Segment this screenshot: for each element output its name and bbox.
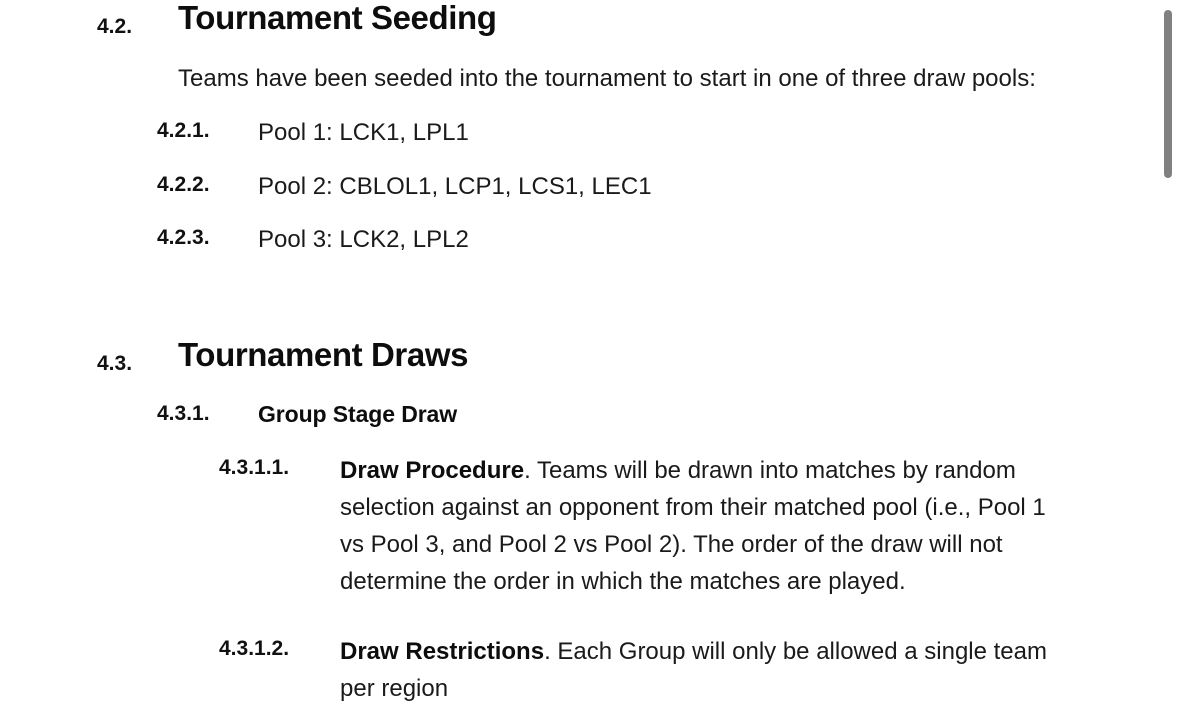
scrollbar-thumb[interactable] [1164,10,1172,178]
list-item-text: Pool 3: LCK2, LPL2 [258,225,469,253]
clause-number: 4.3.1.1. [219,455,290,479]
clause-lead-in: Draw Procedure [340,456,525,484]
subsection-title: Group Stage Draw [258,400,458,427]
list-item: 4.2.3. Pool 3: LCK2, LPL2 [0,224,1179,255]
clause-text: Draw Restrictions. Each Group will only … [340,633,1071,707]
clause-body: . Teams will be drawn into matches by ra… [340,456,1046,596]
subsection-number: 4.3.1. [157,401,210,425]
vertical-scrollbar[interactable] [1160,0,1179,721]
clause-number: 4.3.1.2. [219,636,290,660]
section-heading-4-3: 4.3. Tournament Draws [0,335,1179,375]
subsection-heading-4-3-1: 4.3.1. Group Stage Draw [0,400,1179,430]
clause-body: . Each Group will only be allowed a sing… [340,637,1047,702]
list-item-text: Pool 2: CBLOL1, LCP1, LCS1, LEC1 [258,172,652,200]
section-intro-paragraph: Teams have been seeded into the tourname… [178,65,1036,92]
list-item-number: 4.2.1. [157,119,210,143]
section-number: 4.2. [97,15,133,38]
list-item-text: Pool 1: LCK1, LPL1 [258,119,469,147]
clause-4-3-1-1: 4.3.1.1. Draw Procedure. Teams will be d… [0,452,1179,601]
section-title: Tournament Draws [178,335,469,373]
section-heading-4-2: 4.2. Tournament Seeding [0,0,1179,37]
list-item: 4.2.1. Pool 1: LCK1, LPL1 [0,117,1179,148]
list-item-number: 4.2.2. [157,172,210,196]
page-title: Tournament Seeding [178,0,497,36]
clause-lead-in: Draw Restrictions [340,637,545,665]
clause-4-3-1-2: 4.3.1.2. Draw Restrictions. Each Group w… [0,633,1179,707]
list-item-number: 4.2.3. [157,225,210,249]
list-item: 4.2.2. Pool 2: CBLOL1, LCP1, LCS1, LEC1 [0,171,1179,202]
section-number: 4.3. [97,351,133,375]
clause-text: Draw Procedure. Teams will be drawn into… [340,452,1071,601]
